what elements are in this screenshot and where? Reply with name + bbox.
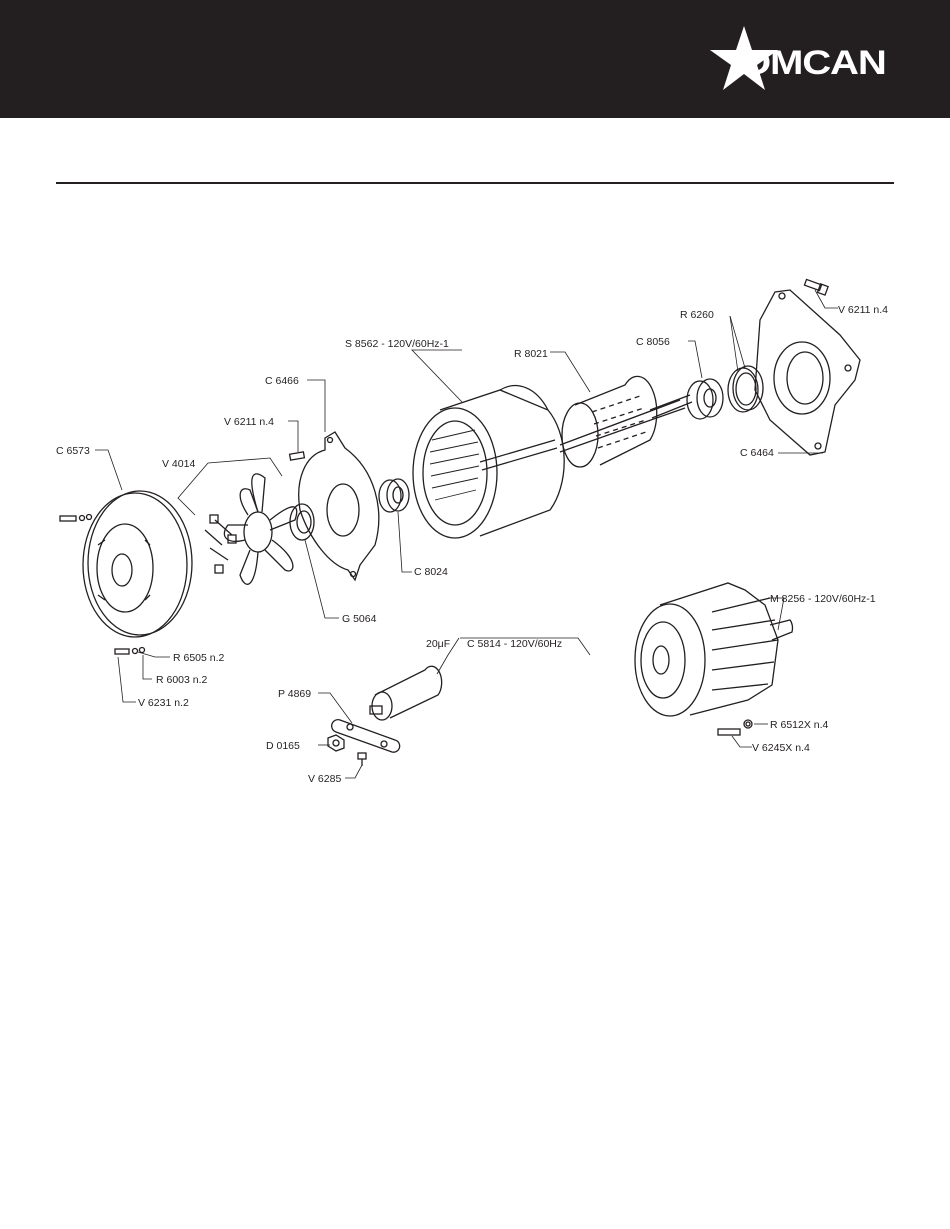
bearing-c8024 [379, 479, 409, 512]
label-g5064: G 5064 [342, 613, 377, 625]
label-r6505: R 6505 n.2 [173, 652, 225, 664]
label-m8256: M 8256 - 120V/60Hz-1 [770, 593, 876, 605]
label-v6285: V 6285 [308, 773, 341, 785]
label-r6003: R 6003 n.2 [156, 674, 208, 686]
label-v6211-top: V 6211 n.4 [838, 304, 888, 316]
seal-g5064 [290, 504, 314, 540]
label-s8562: S 8562 - 120V/60Hz-1 [345, 338, 449, 350]
label-c6464: C 6464 [740, 447, 774, 459]
label-c6573: C 6573 [56, 445, 90, 457]
label-p4869: P 4869 [278, 688, 311, 700]
fan-v4014 [205, 474, 297, 584]
label-r6260: R 6260 [680, 309, 714, 321]
rotor-r8021 [560, 376, 692, 467]
label-r8021: R 8021 [514, 348, 548, 360]
flange-c6466 [299, 432, 379, 580]
screw-v6285 [358, 753, 366, 766]
label-c8024: C 8024 [414, 566, 448, 578]
label-c8056: C 8056 [636, 336, 670, 348]
label-v6245x: V 6245X n.4 [752, 742, 810, 754]
screw-v6211-mid [290, 452, 305, 460]
rings-r6260 [728, 366, 763, 412]
motor-assembly-m8256 [635, 583, 792, 716]
label-c5814: C 5814 - 120V/60Hz [467, 638, 562, 650]
screws-r6512x-v6245x [718, 720, 752, 735]
capacitor-c5814 [370, 666, 442, 720]
bracket-p4869 [332, 720, 400, 753]
label-c5814-value: 20μF [426, 638, 450, 650]
nut-d0165 [328, 735, 344, 751]
bearing-c8056 [687, 379, 723, 419]
screws-left [60, 515, 145, 655]
label-r6512x: R 6512X n.4 [770, 719, 829, 731]
label-v6211-mid: V 6211 n.4 [224, 416, 274, 428]
label-v4014: V 4014 [162, 458, 195, 470]
label-d0165: D 0165 [266, 740, 300, 752]
label-v6231: V 6231 n.2 [138, 697, 189, 709]
stator-s8562 [413, 386, 564, 538]
end-cover-c6573 [83, 491, 192, 637]
label-c6466: C 6466 [265, 375, 299, 387]
